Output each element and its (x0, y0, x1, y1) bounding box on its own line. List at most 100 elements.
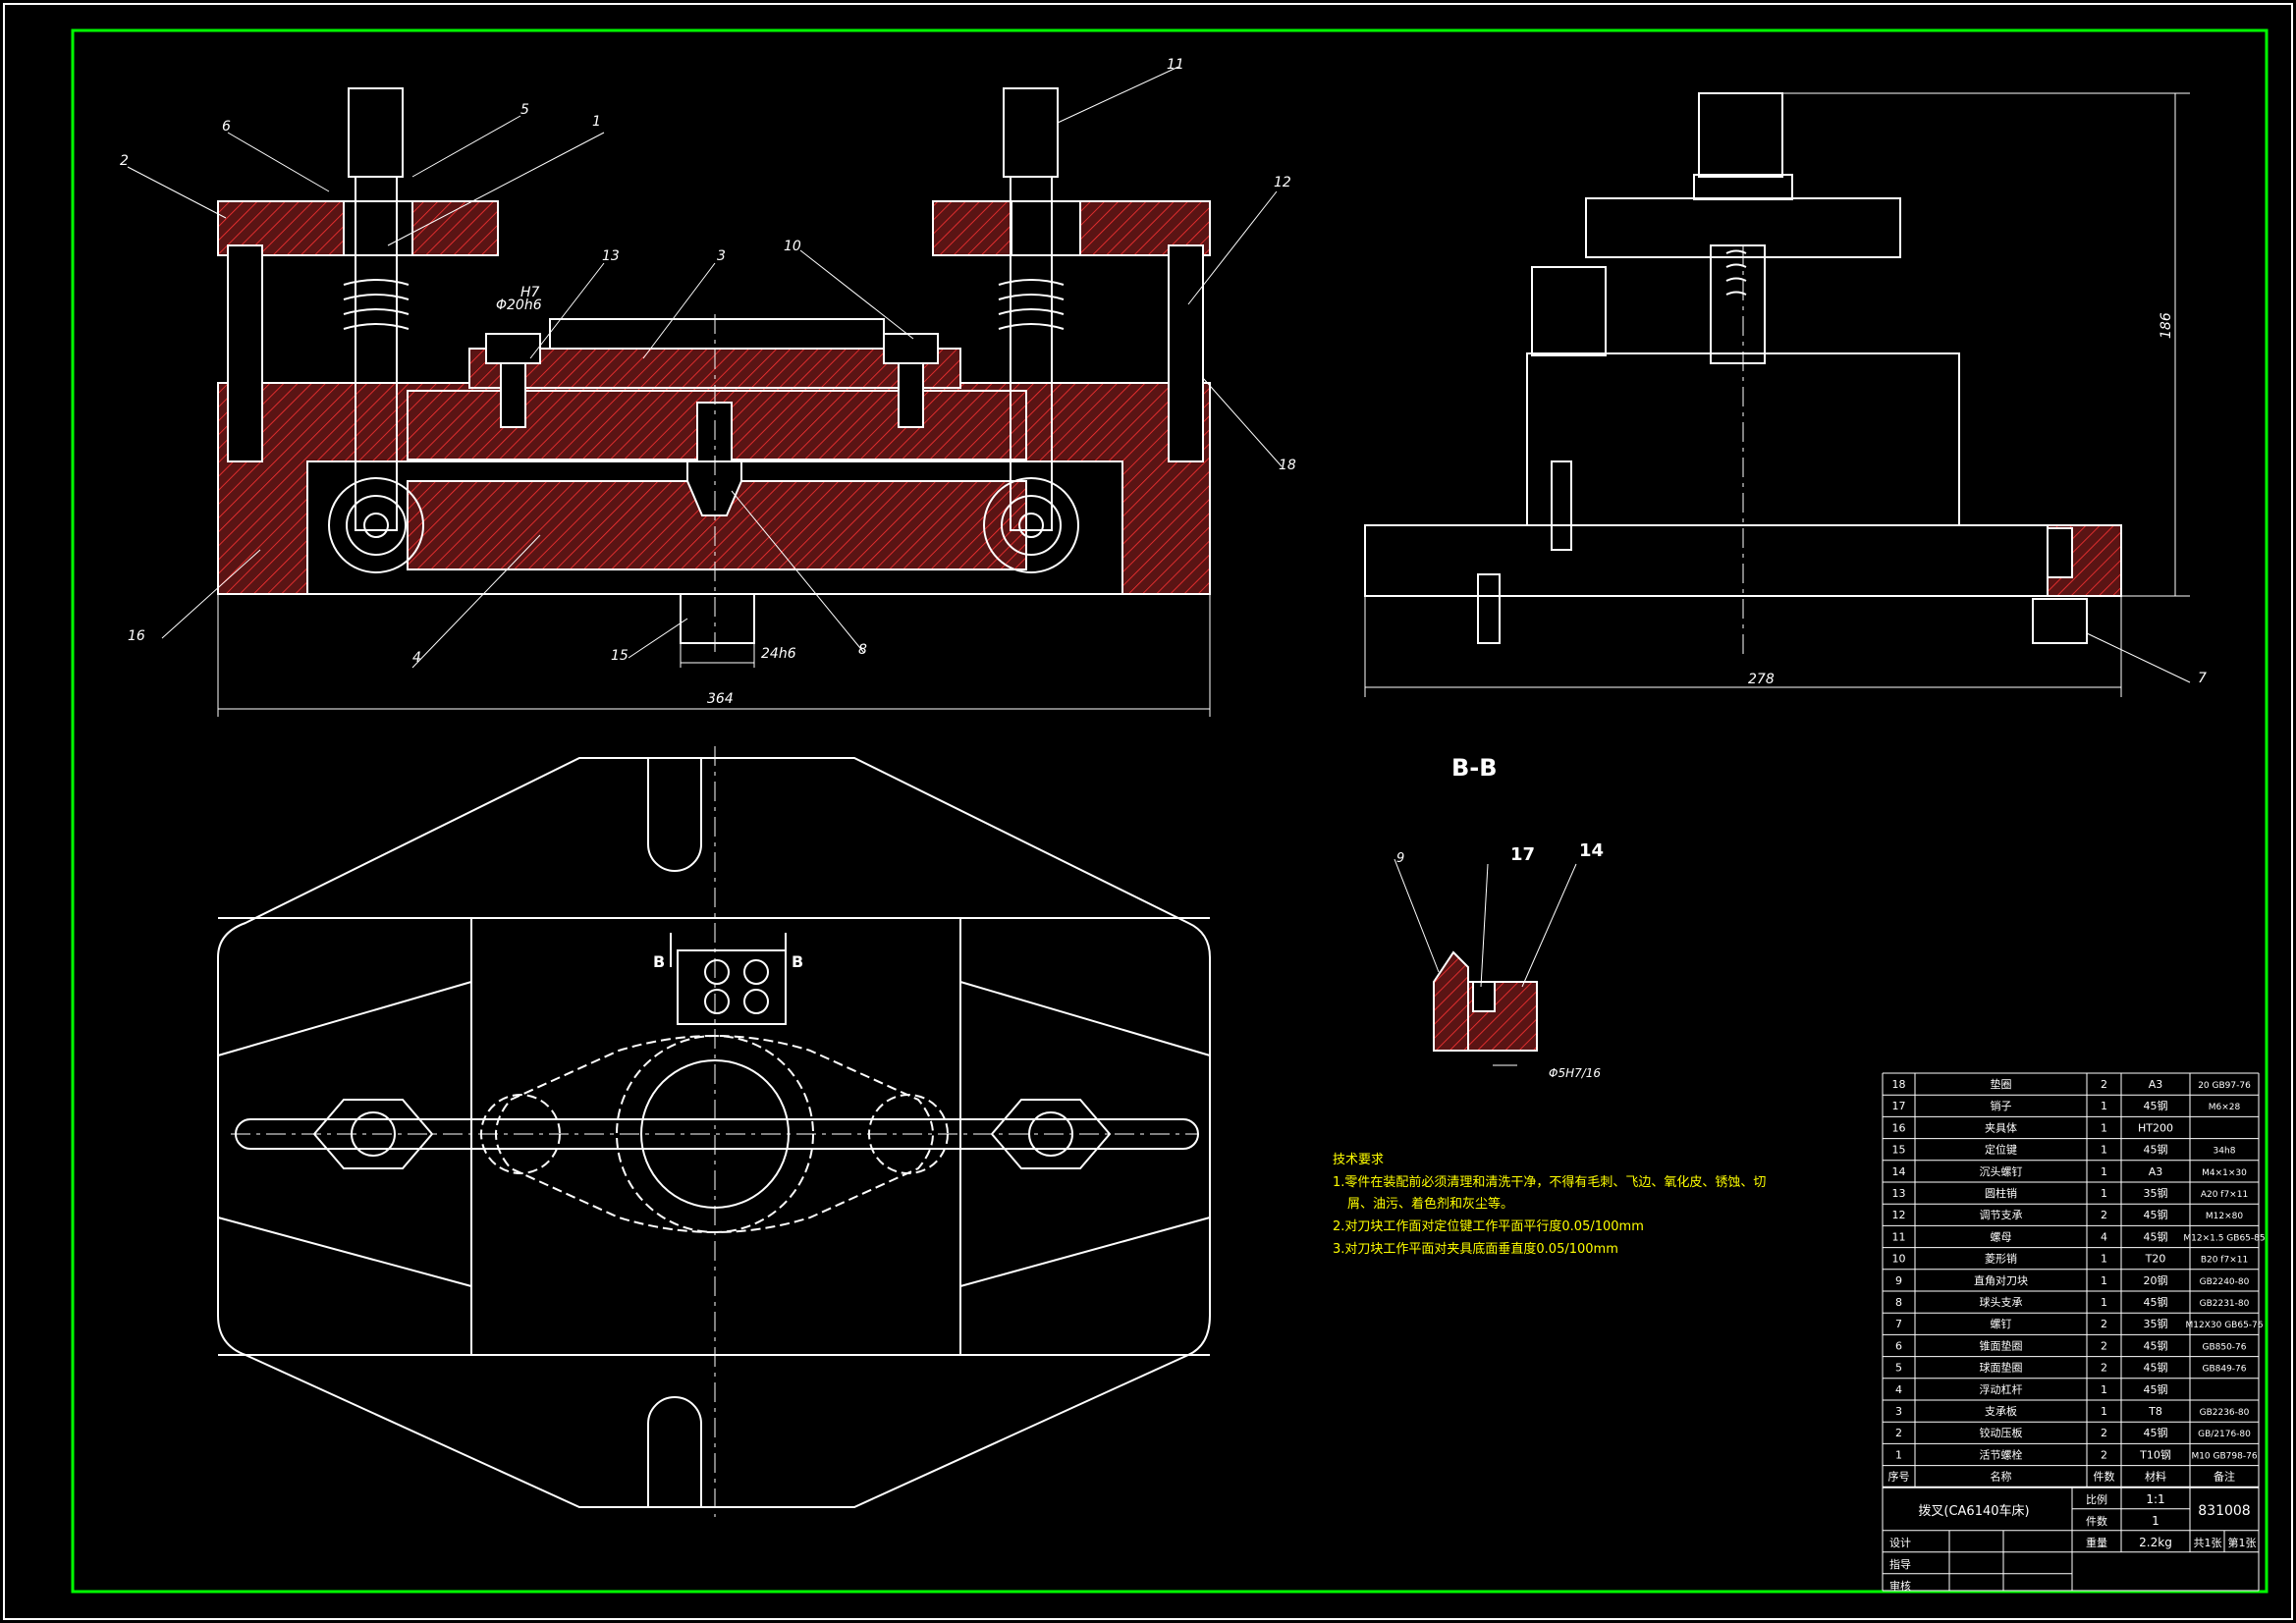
balloon-4: 4 (412, 650, 421, 666)
bom-cell-no: 3 (1895, 1405, 1902, 1418)
bom-cell-material: A3 (2149, 1078, 2163, 1091)
bom-cell-no: 12 (1892, 1209, 1906, 1221)
title-count-label: 件数 (2086, 1515, 2107, 1528)
technical-notes: 技术要求 1.零件在装配前必须清理和清洗干净，不得有毛刺、飞边、氧化皮、锈蚀、切… (1333, 1153, 1766, 1257)
bom-cell-name: 菱形销 (1985, 1252, 2017, 1266)
bom-cell-material: T20 (2145, 1253, 2166, 1266)
balloon-6: 6 (222, 119, 231, 135)
bom-cell-name: 螺钉 (1991, 1318, 2012, 1330)
bom-cell-material: HT200 (2138, 1121, 2173, 1134)
outer-frame (3, 3, 2293, 1620)
front-view (127, 66, 1283, 717)
bom-cell-remark: GB850-76 (2202, 1342, 2246, 1352)
bom-cell-material: 20钢 (2144, 1274, 2168, 1287)
section-bb-labels: Φ5H7/16 9 17 14 (1396, 840, 1604, 1080)
bom-cell-name: 浮动杠杆 (1980, 1382, 2023, 1396)
bom-cell-qty: 1 (2101, 1253, 2107, 1266)
bom-cell-remark: M6×28 (2209, 1103, 2241, 1112)
bom-header-material: 材料 (2145, 1470, 2166, 1484)
balloon-11: 11 (1167, 57, 1184, 73)
bom-cell-material: T8 (2148, 1405, 2162, 1418)
bom-cell-material: 35钢 (2144, 1318, 2168, 1330)
bom-cell-no: 11 (1892, 1230, 1906, 1243)
section-mark-right: B (792, 952, 803, 971)
title-scale-value: 1:1 (2146, 1492, 2164, 1506)
bom-cell-remark: M10 GB798-76 (2191, 1451, 2257, 1461)
bom-cell-no: 18 (1892, 1078, 1906, 1091)
dim-278: 278 (1748, 672, 1775, 687)
bom-cell-no: 13 (1892, 1187, 1906, 1200)
title-sheet-no: 第1张 (2228, 1536, 2257, 1549)
dim-phi5h7: Φ5H7/16 (1549, 1066, 1601, 1080)
bom-cell-qty: 2 (2101, 1362, 2107, 1375)
bom-header-qty: 件数 (2094, 1471, 2115, 1484)
bom-cell-no: 4 (1895, 1383, 1902, 1396)
bom-cell-material: 45钢 (2144, 1427, 2168, 1439)
bom-cell-remark: B20 f7×11 (2201, 1256, 2248, 1266)
bom-cell-material: 45钢 (2144, 1144, 2168, 1157)
dim-24h6: 24h6 (761, 646, 796, 662)
bom-cell-name: 定位键 (1985, 1143, 2017, 1157)
bom-cell-remark: GB2231-80 (2200, 1299, 2250, 1309)
bom-cell-material: 45钢 (2144, 1362, 2168, 1375)
bom-cell-no: 6 (1895, 1339, 1902, 1352)
bom-cell-name: 调节支承 (1980, 1209, 2023, 1221)
dim-186: 186 (2159, 312, 2174, 339)
bom-cell-qty: 1 (2101, 1165, 2107, 1178)
bom-cell-remark: GB2240-80 (2200, 1277, 2250, 1287)
bom-cell-name: 锥面垫圈 (1980, 1338, 2023, 1352)
bom-cell-material: 45钢 (2144, 1100, 2168, 1112)
bom-cell-qty: 2 (2101, 1339, 2107, 1352)
bom-cell-no: 17 (1892, 1100, 1906, 1112)
bom-cell-no: 1 (1895, 1448, 1902, 1461)
balloon-13: 13 (602, 248, 620, 264)
balloon-5: 5 (520, 102, 529, 118)
bom-cell-name: 夹具体 (1985, 1120, 2017, 1134)
balloon-1: 1 (592, 114, 601, 130)
bom-cell-no: 8 (1895, 1296, 1902, 1309)
bom-cell-qty: 1 (2101, 1405, 2107, 1418)
title-guide: 指导 (1889, 1557, 1911, 1571)
balloon-8: 8 (858, 642, 867, 658)
bom-cell-qty: 2 (2101, 1078, 2107, 1091)
bom-cell-name: 圆柱销 (1985, 1186, 2017, 1200)
locating-key (680, 593, 755, 644)
top-view (217, 746, 1211, 1517)
bom-header-name: 名称 (1991, 1470, 2012, 1484)
bom-cell-remark: M12×80 (2206, 1212, 2243, 1221)
bom-cell-no: 16 (1892, 1121, 1906, 1134)
title-sheets-total: 共1张 (2194, 1537, 2222, 1549)
notes-title: 技术要求 (1333, 1153, 1384, 1167)
side-view (1364, 92, 2191, 697)
balloon-10: 10 (784, 239, 801, 254)
bom-cell-name: 铰动压板 (1980, 1426, 2023, 1439)
bom-cell-remark: M4×1×30 (2202, 1168, 2247, 1178)
bom-cell-no: 9 (1895, 1274, 1902, 1287)
bom-cell-name: 螺母 (1991, 1230, 2012, 1243)
section-title: B-B (1451, 754, 1498, 782)
balloon-17: 17 (1510, 844, 1535, 865)
bom-cell-name: 支承板 (1985, 1404, 2017, 1418)
title-design: 设计 (1889, 1537, 1911, 1549)
bom-cell-qty: 1 (2101, 1296, 2107, 1309)
bom-cell-no: 10 (1892, 1253, 1906, 1266)
bom-cell-remark: GB849-76 (2202, 1365, 2246, 1375)
section-bb (1394, 858, 1577, 1066)
title-weight-label: 重量 (2086, 1536, 2107, 1549)
bom-cell-remark: GB2236-80 (2200, 1408, 2250, 1418)
title-drawing-no: 831008 (2198, 1503, 2250, 1519)
title-part-name: 拨叉(CA6140车床) (1918, 1503, 2029, 1519)
bom-cell-qty: 2 (2101, 1448, 2107, 1461)
title-count-value: 1 (2152, 1514, 2159, 1528)
bom-cell-material: T10钢 (2139, 1448, 2171, 1461)
title-weight-value: 2.2kg (2139, 1536, 2172, 1549)
bom-cell-qty: 1 (2101, 1383, 2107, 1396)
top-view-labels: B B (653, 952, 803, 971)
bom-cell-remark: 34h8 (2214, 1147, 2236, 1157)
bom-cell-name: 活节螺栓 (1980, 1447, 2023, 1461)
bom-cell-no: 7 (1895, 1318, 1902, 1330)
bom-cell-qty: 1 (2101, 1187, 2107, 1200)
balloon-3: 3 (717, 248, 726, 264)
notes-line-2: 屑、油污、着色剂和灰尘等。 (1347, 1196, 1513, 1212)
